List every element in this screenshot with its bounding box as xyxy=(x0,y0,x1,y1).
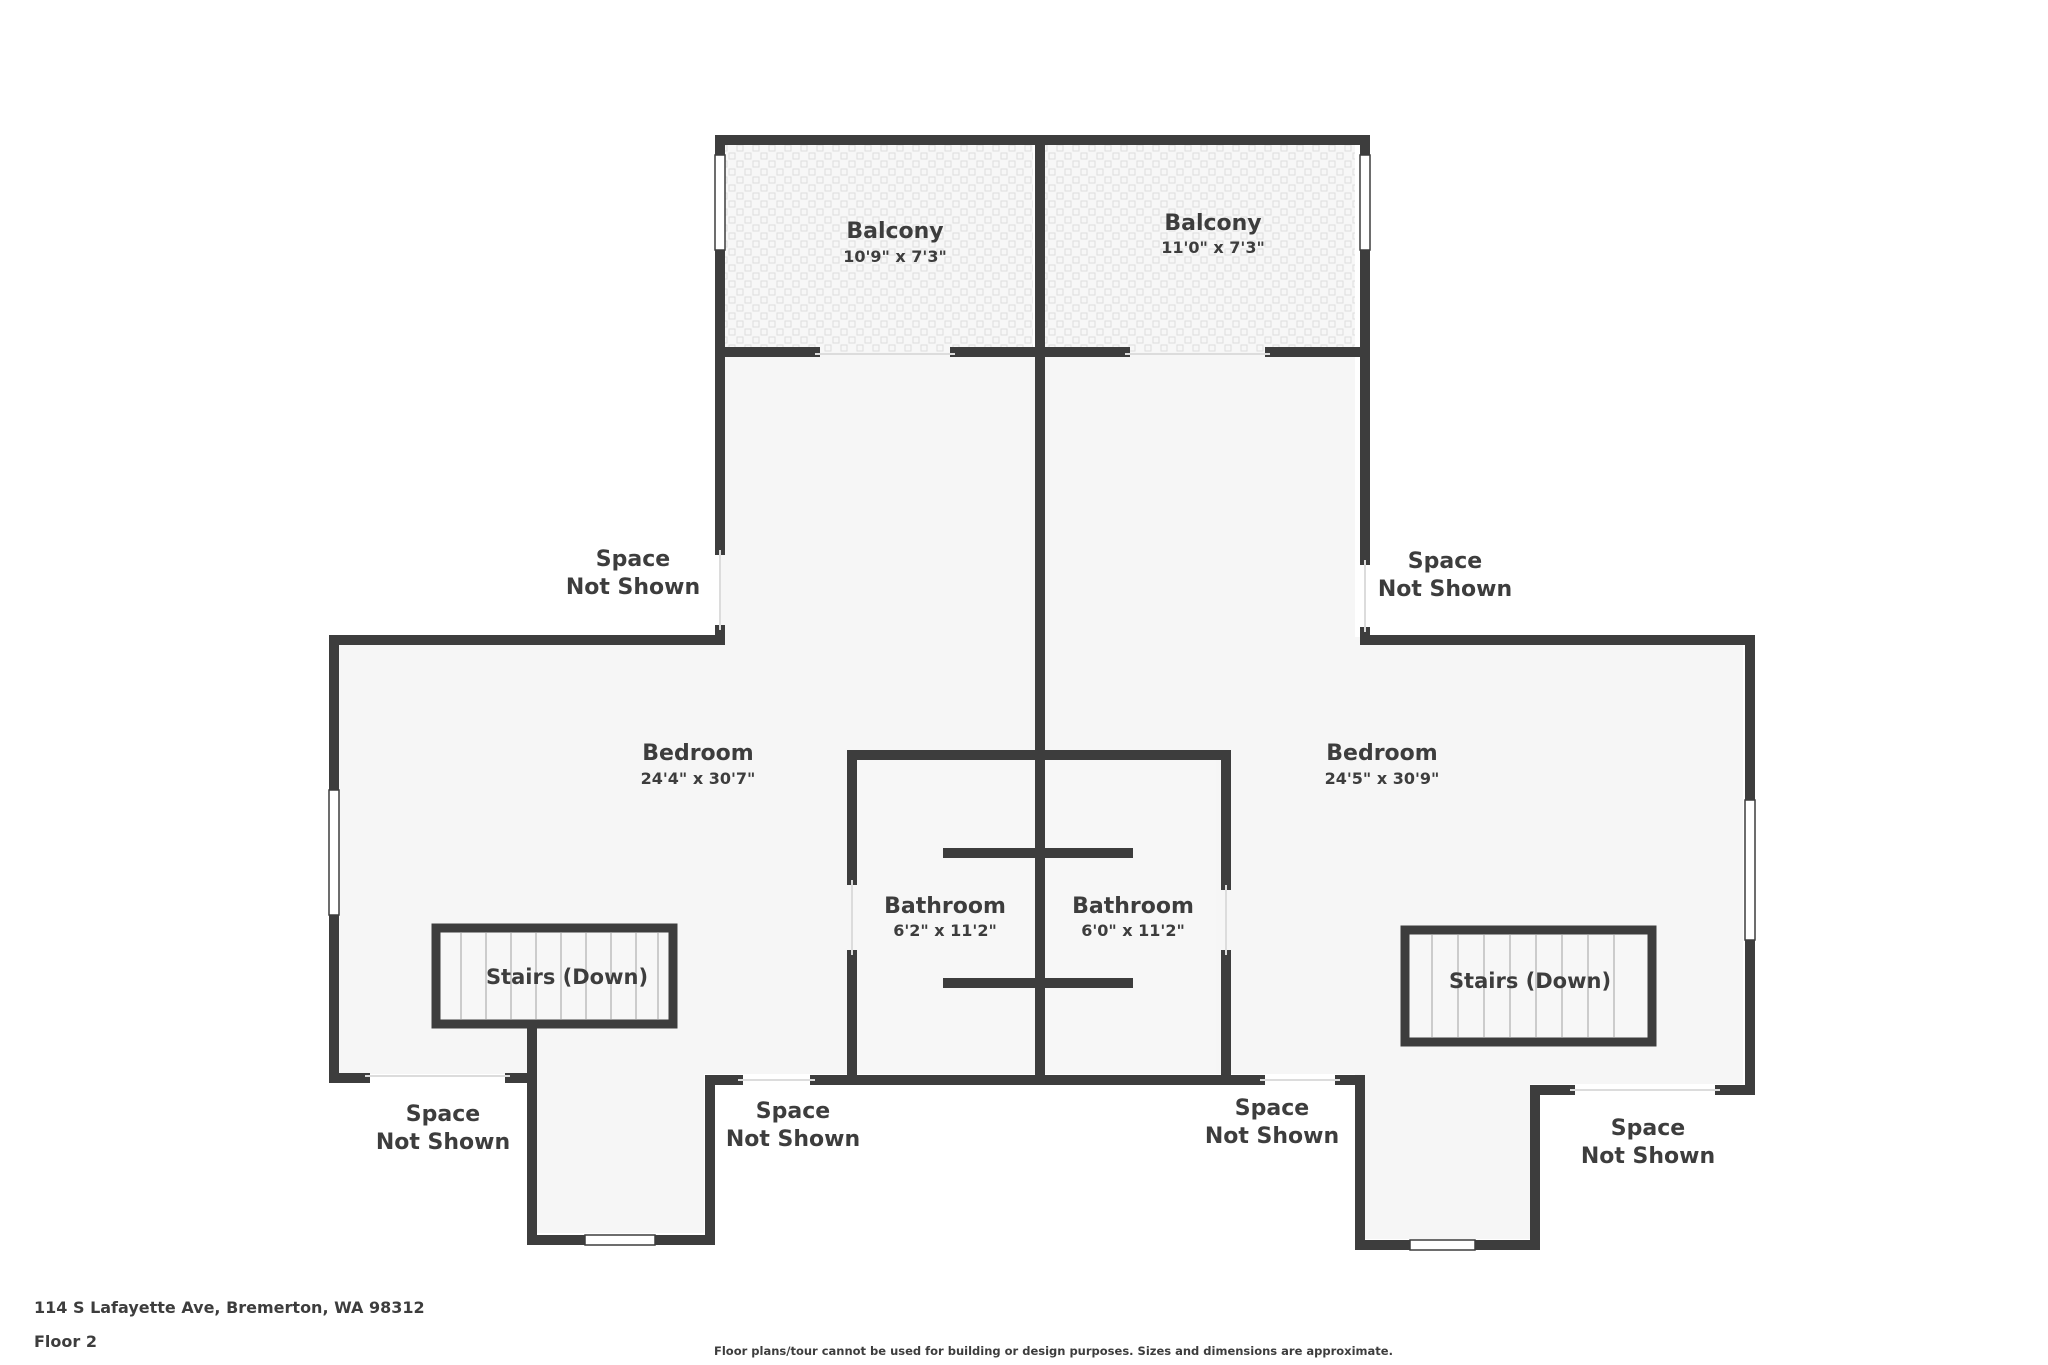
space-not-shown-upper-right: Space Not Shown xyxy=(1378,549,1512,602)
svg-text:Space: Space xyxy=(596,547,670,572)
bathroom-left-dims: 6'2" x 11'2" xyxy=(893,921,997,940)
svg-text:Space: Space xyxy=(1611,1116,1685,1141)
bathroom-floor xyxy=(852,752,1216,1074)
window-left-bedroom xyxy=(328,789,340,916)
stairs-left-label: Stairs (Down) xyxy=(486,965,648,989)
stairs-right-label: Stairs (Down) xyxy=(1449,969,1611,993)
space-not-shown-bottom-left: Space Not Shown xyxy=(376,1102,510,1155)
bathroom-right-dims: 6'0" x 11'2" xyxy=(1081,921,1185,940)
balcony-right-floor xyxy=(1037,140,1355,352)
bedroom-right-dims: 24'5" x 30'9" xyxy=(1325,769,1440,788)
stairs-right: Stairs (Down) xyxy=(1400,925,1657,1047)
walls xyxy=(329,135,1755,1250)
svg-text:Not Shown: Not Shown xyxy=(1378,577,1512,602)
balcony-left-name: Balcony xyxy=(846,219,943,244)
space-not-shown-bottom-right: Space Not Shown xyxy=(1581,1116,1715,1169)
svg-text:Not Shown: Not Shown xyxy=(566,575,700,600)
space-not-shown-upper-left: Space Not Shown xyxy=(566,547,700,600)
balcony-right-name: Balcony xyxy=(1164,211,1261,236)
svg-text:Space: Space xyxy=(1235,1096,1309,1121)
svg-text:Space: Space xyxy=(1408,549,1482,574)
balcony-left-floor xyxy=(720,140,1033,352)
balcony-left-dims: 10'9" x 7'3" xyxy=(843,247,947,266)
openings xyxy=(365,353,1720,1091)
windows xyxy=(328,154,1756,1251)
disclaimer-text: Floor plans/tour cannot be used for buil… xyxy=(714,1344,1393,1358)
floor-label: Floor 2 xyxy=(34,1332,97,1351)
svg-text:Not Shown: Not Shown xyxy=(376,1130,510,1155)
window-right-bedroom xyxy=(1744,799,1756,941)
svg-text:Space: Space xyxy=(756,1099,830,1124)
bathroom-left-name: Bathroom xyxy=(884,894,1006,919)
stairs-left: Stairs (Down) xyxy=(431,923,678,1029)
space-not-shown-bottom-center-left: Space Not Shown xyxy=(726,1099,860,1152)
window-right-bottom xyxy=(1409,1239,1476,1251)
space-not-shown-bottom-center-right: Space Not Shown xyxy=(1205,1096,1339,1149)
svg-text:Not Shown: Not Shown xyxy=(1581,1144,1715,1169)
svg-text:Not Shown: Not Shown xyxy=(726,1127,860,1152)
svg-text:Space: Space xyxy=(406,1102,480,1127)
window-left-bottom xyxy=(584,1234,656,1246)
bedroom-right-name: Bedroom xyxy=(1326,741,1437,766)
bedroom-left-dims: 24'4" x 30'7" xyxy=(641,769,756,788)
window-balcony-right xyxy=(1359,154,1371,251)
bathroom-right-name: Bathroom xyxy=(1072,894,1194,919)
bedroom-left-name: Bedroom xyxy=(642,741,753,766)
svg-text:Not Shown: Not Shown xyxy=(1205,1124,1339,1149)
balcony-right-dims: 11'0" x 7'3" xyxy=(1161,238,1265,257)
window-balcony-left xyxy=(714,154,726,251)
address-label: 114 S Lafayette Ave, Bremerton, WA 98312 xyxy=(34,1298,425,1317)
